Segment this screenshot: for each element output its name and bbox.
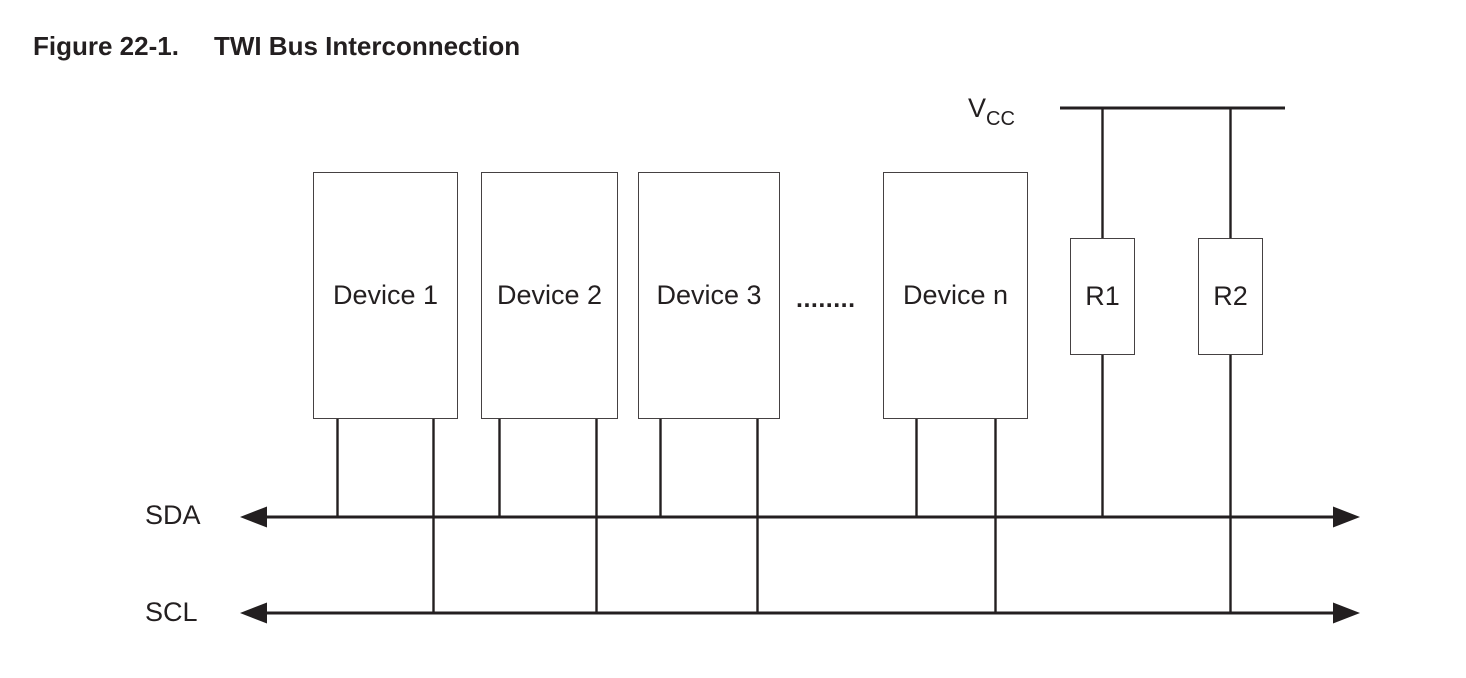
device-box-1: Device 1	[313, 172, 458, 419]
device-label: Device 3	[656, 280, 762, 310]
device-label: Device n	[902, 280, 1009, 310]
vcc-label: VCC	[968, 93, 1015, 131]
vcc-subscript-text: CC	[986, 108, 1015, 130]
scl-right-arrow-icon	[1333, 602, 1360, 624]
sda-left-arrow-icon	[240, 506, 267, 528]
device-box-n: Device n	[883, 172, 1028, 419]
resistor-box-r2: R2	[1198, 238, 1263, 355]
figure-title: TWI Bus Interconnection	[213, 31, 521, 61]
device-box-2: Device 2	[481, 172, 618, 419]
figure-caption: Figure 22-1. TWI Bus Interconnection	[33, 33, 520, 60]
device-label: Device 2	[496, 280, 603, 310]
sda-bus-label: SDA	[145, 500, 201, 530]
devices-ellipsis: ........	[796, 285, 856, 313]
scl-bus-label: SCL	[145, 597, 198, 627]
resistor-label: R2	[1213, 281, 1248, 311]
device-box-3: Device 3	[638, 172, 780, 419]
vcc-base-text: V	[968, 93, 987, 123]
figure-number-label: Figure 22-1.	[33, 31, 179, 61]
scl-left-arrow-icon	[240, 602, 267, 624]
sda-right-arrow-icon	[1333, 506, 1360, 528]
resistor-label: R1	[1085, 281, 1120, 311]
device-label: Device 1	[332, 280, 439, 310]
resistor-box-r1: R1	[1070, 238, 1135, 355]
